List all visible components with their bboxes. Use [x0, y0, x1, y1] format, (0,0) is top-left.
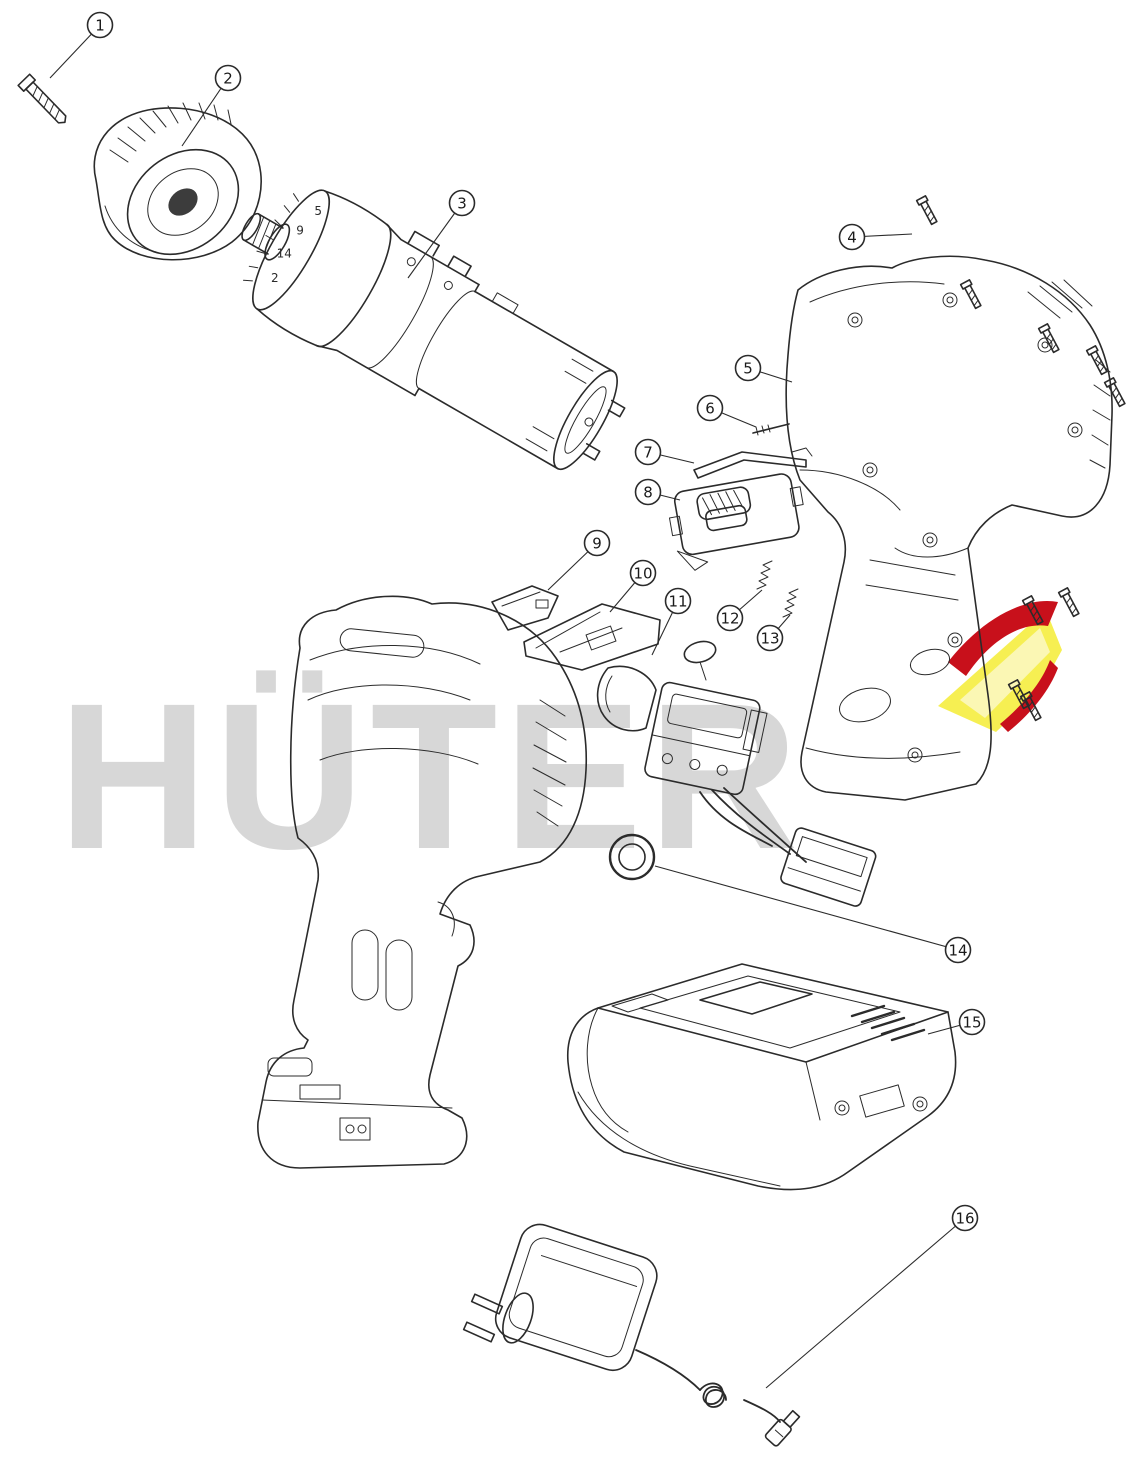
part-selector-switch — [668, 473, 804, 571]
callout-2-drill-chuck: 2 — [181, 64, 242, 147]
part-gearbox-motor: 5 9 14 2 — [241, 189, 626, 471]
part-trigger-switch — [596, 640, 877, 907]
callout-1-screw: 1 — [49, 11, 114, 79]
svg-text:6: 6 — [705, 399, 715, 417]
callout-9-cap: 9 — [547, 529, 611, 591]
clutch-ring-label: 2 — [271, 271, 279, 285]
svg-text:7: 7 — [643, 443, 653, 461]
callout-10-cover-plate: 10 — [609, 559, 657, 613]
svg-text:2: 2 — [223, 69, 233, 87]
callout-15-battery-pack: 15 — [927, 1008, 986, 1036]
svg-text:1: 1 — [95, 16, 105, 34]
callout-12-spring: 12 — [716, 589, 763, 632]
part-chuck — [93, 102, 262, 261]
callout-3-gearbox-motor-assembly: 3 — [407, 189, 476, 279]
part-spring — [756, 560, 773, 590]
part-screw — [17, 73, 67, 124]
svg-text:15: 15 — [962, 1013, 981, 1031]
svg-text:13: 13 — [760, 629, 779, 647]
clutch-ring-label: 9 — [296, 223, 304, 237]
watermark-text: HÜTER — [58, 661, 804, 893]
svg-text:8: 8 — [643, 483, 653, 501]
svg-text:16: 16 — [955, 1209, 974, 1227]
svg-text:10: 10 — [633, 564, 652, 582]
svg-text:9: 9 — [592, 534, 602, 552]
callout-7-lock-plate: 7 — [634, 438, 695, 466]
clutch-ring-label: 5 — [314, 204, 322, 218]
svg-text:3: 3 — [457, 194, 467, 212]
part-ring — [608, 833, 656, 881]
svg-text:14: 14 — [948, 941, 967, 959]
part-cap — [491, 585, 559, 631]
svg-text:11: 11 — [668, 592, 687, 610]
svg-text:12: 12 — [720, 609, 739, 627]
part-spring — [782, 588, 799, 618]
svg-text:4: 4 — [847, 228, 857, 246]
callout-16-charger: 16 — [765, 1204, 979, 1389]
part-battery — [566, 963, 957, 1191]
part-housing-left — [257, 595, 588, 1169]
callout-6-pin: 6 — [696, 394, 757, 428]
part-pin — [752, 423, 790, 436]
callout-8-selector-switch: 8 — [634, 478, 681, 506]
clutch-ring-label: 14 — [277, 247, 292, 261]
callout-14-ring: 14 — [654, 865, 972, 964]
callout-11-trigger-switch: 11 — [651, 587, 692, 656]
callout-5-housing-right-half: 5 — [734, 354, 793, 383]
part-cover-plate — [523, 603, 661, 671]
brand-logo — [938, 600, 1062, 732]
svg-text:5: 5 — [743, 359, 753, 377]
callout-13-spring: 13 — [756, 614, 791, 652]
part-lock-plate — [693, 447, 813, 479]
callout-4-housing-screws: 4 — [838, 223, 913, 251]
part-housing-right — [785, 255, 1113, 801]
part-charger — [462, 1223, 801, 1447]
